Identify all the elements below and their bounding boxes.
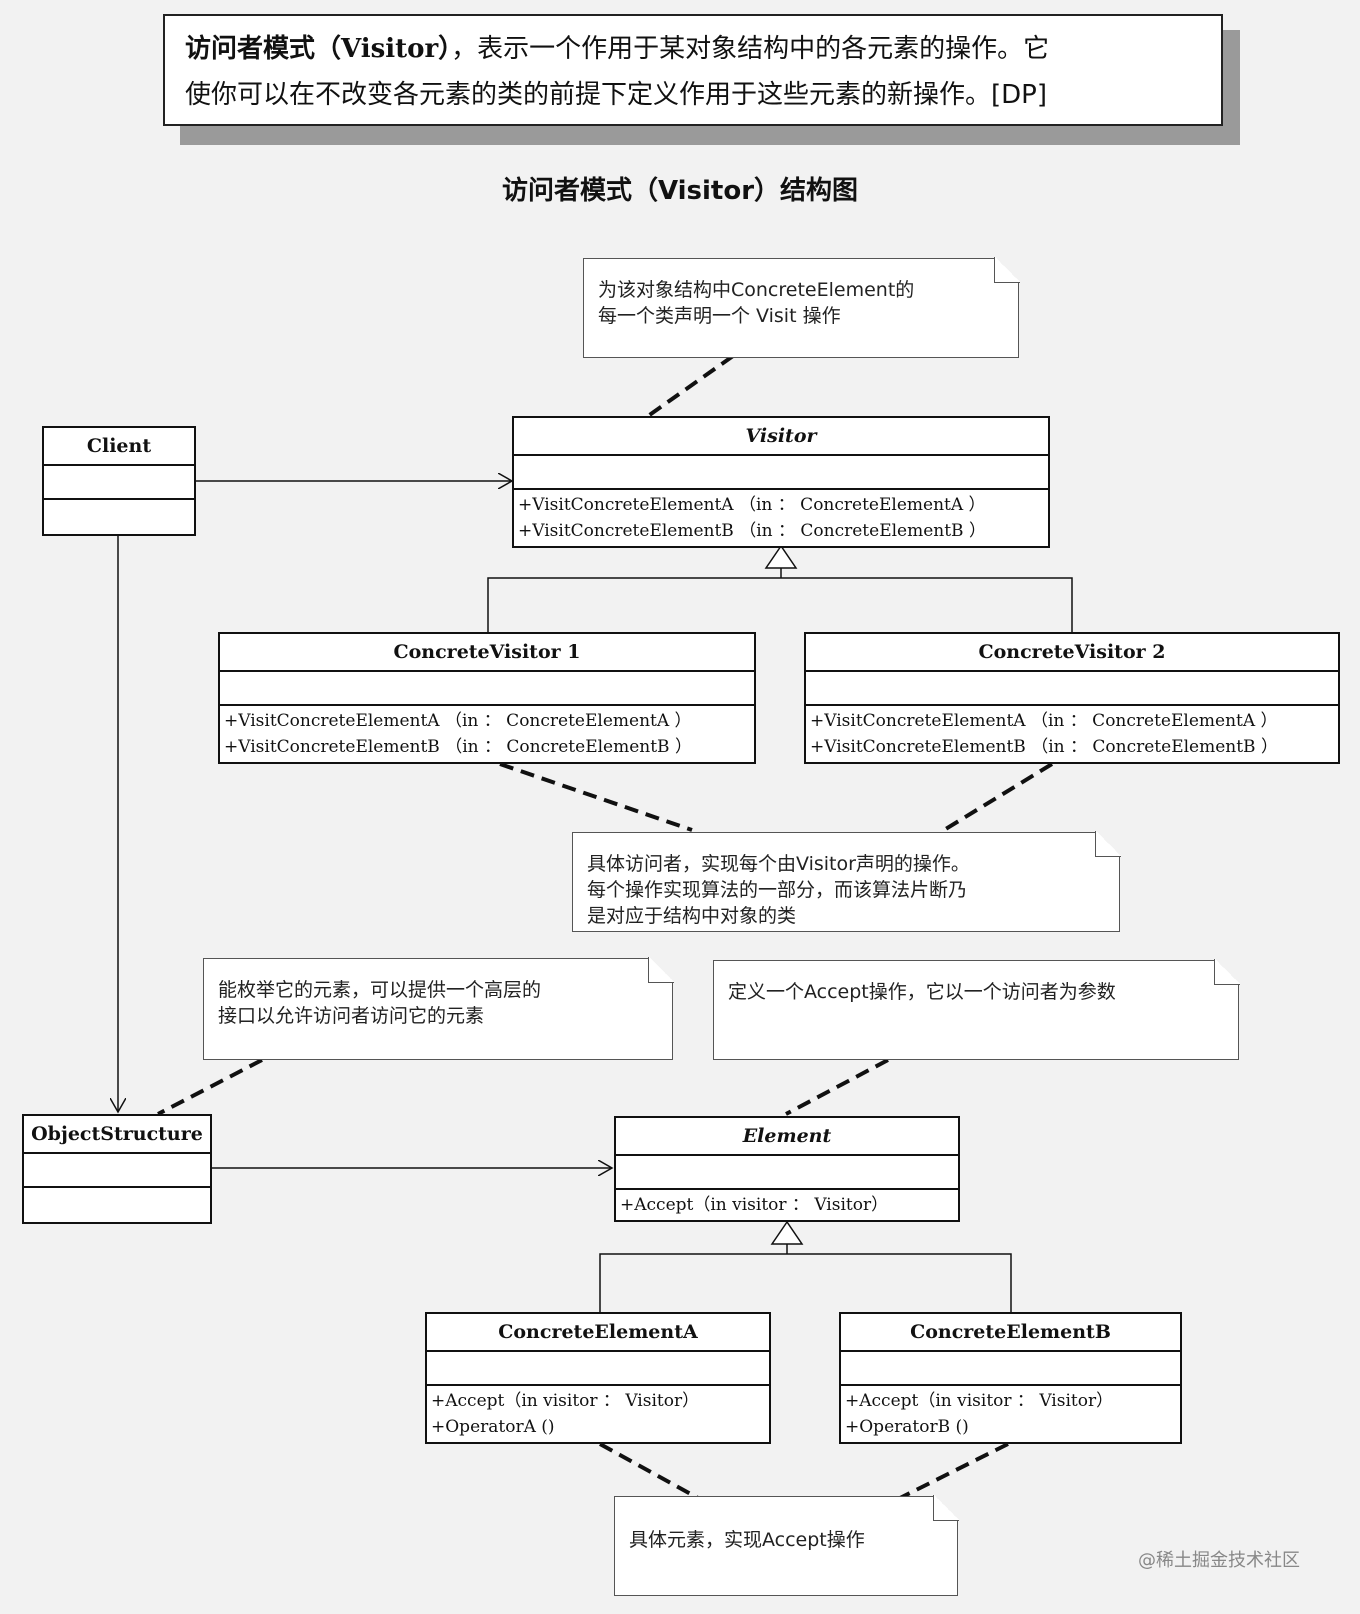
class-element-operations: +Accept（in visitor ： Visitor）: [616, 1190, 958, 1220]
class-cv1-operations: +VisitConcreteElementA （in ： ConcreteEle…: [220, 706, 754, 762]
objstruct-note: 能枚举它的元素，可以提供一个高层的 接口以允许访问者访问它的元素: [203, 957, 674, 1060]
class-ceb-operations: +Accept（in visitor ： Visitor） +OperatorB…: [841, 1386, 1180, 1442]
class-client: Client: [42, 426, 196, 536]
class-objstruct-name: ObjectStructure: [24, 1116, 210, 1154]
concrete-element-note-text: 具体元素，实现Accept操作: [629, 1529, 865, 1551]
operation: +OperatorB (): [845, 1417, 969, 1437]
note-fold-corner: [1214, 959, 1240, 985]
definition-line2: 使你可以在不改变各元素的类的前提下定义作用于这些元素的新操作。[DP]: [185, 80, 1047, 110]
class-cv2-name: ConcreteVisitor 2: [806, 634, 1338, 672]
class-cea-name: ConcreteElementA: [427, 1314, 769, 1352]
class-visitor-attributes: [514, 456, 1048, 490]
concrete-visitor-note-text: 具体访问者，实现每个由Visitor声明的操作。 每个操作实现算法的一部分，而该…: [587, 853, 970, 927]
cv1-note-link: [499, 762, 693, 832]
class-objstruct-attributes: [24, 1154, 210, 1188]
class-ceb-name: ConcreteElementB: [841, 1314, 1180, 1352]
class-concrete-element-b: ConcreteElementB +Accept（in visitor ： Vi…: [839, 1312, 1182, 1444]
objstruct-note-text: 能枚举它的元素，可以提供一个高层的 接口以允许访问者访问它的元素: [218, 979, 542, 1027]
operation: +VisitConcreteElementA （in ： ConcreteEle…: [518, 495, 986, 515]
concrete-element-note: 具体元素，实现Accept操作: [614, 1495, 959, 1596]
class-cv1-name: ConcreteVisitor 1: [220, 634, 754, 672]
element-note-link: [785, 1058, 889, 1116]
operation: +VisitConcreteElementB （in ： ConcreteEle…: [518, 521, 986, 541]
visitor-note-link: [646, 354, 735, 418]
visitor-note: 为该对象结构中ConcreteElement的 每一个类声明一个 Visit 操…: [583, 257, 1020, 358]
ceb-note-link: [899, 1442, 1009, 1500]
cea-note-link: [599, 1442, 699, 1500]
class-ceb-attributes: [841, 1352, 1180, 1386]
class-visitor-name: Visitor: [514, 418, 1048, 456]
class-element-name: Element: [616, 1118, 958, 1156]
operation: +Accept（in visitor ： Visitor）: [845, 1391, 1114, 1411]
watermark: @稀土掘金技术社区: [1138, 1550, 1300, 1571]
element-note-text: 定义一个Accept操作，它以一个访问者为参数: [728, 981, 1116, 1003]
definition-box: 访问者模式（Visitor），表示一个作用于某对象结构中的各元素的操作。它 使你…: [163, 14, 1223, 126]
concrete-visitor-note: 具体访问者，实现每个由Visitor声明的操作。 每个操作实现算法的一部分，而该…: [572, 831, 1121, 932]
class-cea-operations: +Accept（in visitor ： Visitor） +OperatorA…: [427, 1386, 769, 1442]
class-object-structure: ObjectStructure: [22, 1114, 212, 1224]
element-generalization-triangle: [770, 1220, 804, 1245]
class-visitor: Visitor +VisitConcreteElementA （in ： Con…: [512, 416, 1050, 548]
note-fold-corner: [933, 1495, 959, 1521]
class-client-name: Client: [44, 428, 194, 466]
diagram-title: 访问者模式（Visitor）结构图: [501, 176, 859, 206]
objstruct-note-link: [157, 1058, 263, 1116]
element-inheritance-lines: [599, 1253, 1012, 1312]
visitor-generalization-triangle: [764, 544, 798, 569]
visitor-inheritance-lines: [487, 577, 1073, 632]
class-visitor-operations: +VisitConcreteElementA （in ： ConcreteEle…: [514, 490, 1048, 546]
operation: +OperatorA (): [431, 1417, 555, 1437]
operation: +VisitConcreteElementA （in ： ConcreteEle…: [810, 711, 1278, 731]
class-concrete-element-a: ConcreteElementA +Accept（in visitor ： Vi…: [425, 1312, 771, 1444]
class-element-attributes: [616, 1156, 958, 1190]
note-fold-corner: [648, 957, 674, 983]
element-note: 定义一个Accept操作，它以一个访问者为参数: [713, 959, 1240, 1060]
class-concrete-visitor-1: ConcreteVisitor 1 +VisitConcreteElementA…: [218, 632, 756, 764]
class-element: Element +Accept（in visitor ： Visitor）: [614, 1116, 960, 1222]
class-cv1-attributes: [220, 672, 754, 706]
operation: +VisitConcreteElementB （in ： ConcreteEle…: [810, 737, 1278, 757]
cv2-note-link: [942, 762, 1054, 832]
definition-term: 访问者模式（Visitor）: [185, 34, 452, 64]
class-client-attributes: [44, 466, 194, 500]
definition-line1: ，表示一个作用于某对象结构中的各元素的操作。它: [451, 34, 1050, 64]
note-fold-corner: [994, 257, 1020, 283]
operation: +Accept（in visitor ： Visitor）: [431, 1391, 700, 1411]
operation: +VisitConcreteElementA （in ： ConcreteEle…: [224, 711, 692, 731]
operation: +VisitConcreteElementB （in ： ConcreteEle…: [224, 737, 692, 757]
class-cea-attributes: [427, 1352, 769, 1386]
operation: +Accept（in visitor ： Visitor）: [620, 1195, 889, 1215]
class-concrete-visitor-2: ConcreteVisitor 2 +VisitConcreteElementA…: [804, 632, 1340, 764]
visitor-note-text: 为该对象结构中ConcreteElement的 每一个类声明一个 Visit 操…: [598, 279, 915, 327]
class-cv2-operations: +VisitConcreteElementA （in ： ConcreteEle…: [806, 706, 1338, 762]
note-fold-corner: [1095, 831, 1121, 857]
class-cv2-attributes: [806, 672, 1338, 706]
